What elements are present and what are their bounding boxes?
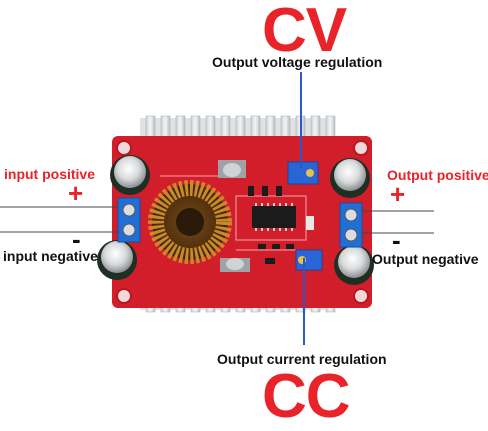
capacitor-c2 xyxy=(97,240,137,280)
output-plus-sign: + xyxy=(390,179,406,209)
cv-description: Output voltage regulation xyxy=(212,54,383,70)
toroid-inductor xyxy=(148,180,232,264)
cc-potentiometer[interactable] xyxy=(295,249,323,271)
capacitor-c4 xyxy=(334,245,374,285)
cc-title: CC xyxy=(262,362,351,431)
input-terminal xyxy=(117,197,141,243)
input-minus-sign: - xyxy=(72,224,81,254)
output-positive-label: Output positive xyxy=(387,167,488,183)
input-plus-sign: + xyxy=(68,178,84,208)
pwm-ic xyxy=(252,203,296,231)
cv-title: CV xyxy=(262,0,347,65)
cv-potentiometer[interactable] xyxy=(287,161,319,185)
capacitor-c1 xyxy=(110,155,150,195)
capacitor-c3 xyxy=(330,158,370,198)
output-negative-label: Output negative xyxy=(372,251,479,267)
input-negative-label: input negative xyxy=(3,248,98,264)
input-positive-label: input positive xyxy=(4,166,95,182)
output-terminal xyxy=(339,202,363,248)
output-minus-sign: - xyxy=(392,225,401,255)
cc-description: Output current regulation xyxy=(217,351,387,367)
